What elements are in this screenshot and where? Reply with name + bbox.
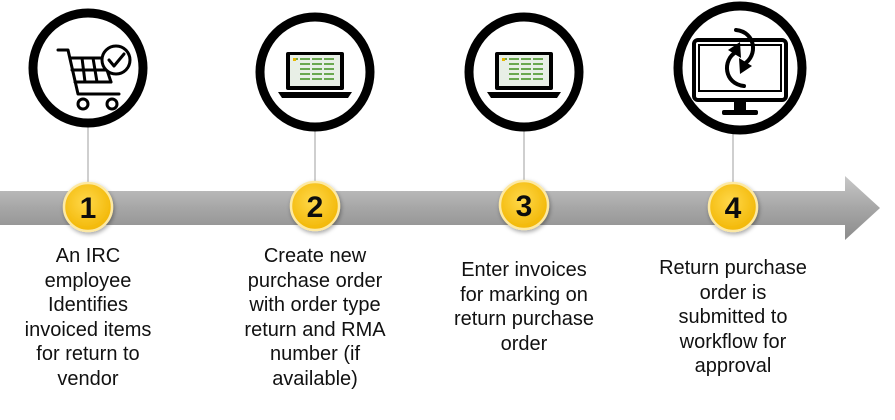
step-1-number: 1 bbox=[80, 192, 97, 225]
step-2-description: Create new purchase order with order typ… bbox=[235, 244, 395, 391]
monitor-return-arrows-icon bbox=[692, 28, 788, 115]
timeline-arrow bbox=[0, 176, 880, 240]
step-1-line: vendor bbox=[57, 367, 119, 390]
step-4-line: submitted to bbox=[678, 306, 788, 328]
step-3-line: Enter invoices bbox=[461, 259, 587, 281]
step-3-number: 3 bbox=[516, 190, 533, 223]
step-1-icon-circle bbox=[28, 8, 148, 128]
step-2-line: with order type bbox=[249, 294, 381, 316]
step-4-icon-circle bbox=[673, 1, 807, 135]
step-4-line: Return purchase bbox=[659, 257, 807, 279]
step-3-line: for marking on bbox=[460, 283, 588, 306]
step-3-badge: 3 bbox=[498, 179, 550, 231]
step-1-line: employee bbox=[44, 269, 132, 292]
step-4-number: 4 bbox=[725, 192, 742, 225]
step-4-line: workflow for bbox=[679, 330, 787, 353]
step-3-description: Enter invoices for marking on return pur… bbox=[440, 258, 608, 356]
step-4-line: approval bbox=[694, 355, 772, 377]
laptop-spreadsheet-icon bbox=[278, 52, 352, 98]
step-1-description: An IRC employee Identifies invoiced item… bbox=[18, 244, 158, 391]
step-1-badge: 1 bbox=[62, 181, 114, 233]
step-2-line: Create new bbox=[263, 245, 367, 267]
step-4-line: order is bbox=[699, 281, 767, 304]
shopping-cart-check-icon bbox=[56, 44, 132, 111]
step-1-line: Identifies bbox=[47, 294, 129, 316]
step-1-line: invoiced items bbox=[24, 318, 152, 341]
laptop-spreadsheet-icon bbox=[487, 52, 561, 98]
step-2-line: available) bbox=[272, 367, 358, 390]
step-2-icon-circle bbox=[255, 12, 375, 132]
step-4-badge: 4 bbox=[707, 181, 759, 233]
step-2-line: number (if bbox=[269, 343, 361, 365]
step-2-number: 2 bbox=[307, 191, 324, 224]
step-1-line: An IRC bbox=[55, 245, 121, 267]
step-4-description: Return purchase order is submitted to wo… bbox=[645, 256, 821, 379]
step-3-icon-circle bbox=[464, 12, 584, 132]
step-1-line: for return to bbox=[36, 343, 140, 365]
step-2-line: return and RMA bbox=[244, 318, 386, 341]
step-2-line: purchase order bbox=[247, 269, 383, 292]
step-3-line: return purchase bbox=[453, 308, 595, 330]
step-3-line: order bbox=[500, 332, 548, 355]
step-2-badge: 2 bbox=[289, 180, 341, 232]
